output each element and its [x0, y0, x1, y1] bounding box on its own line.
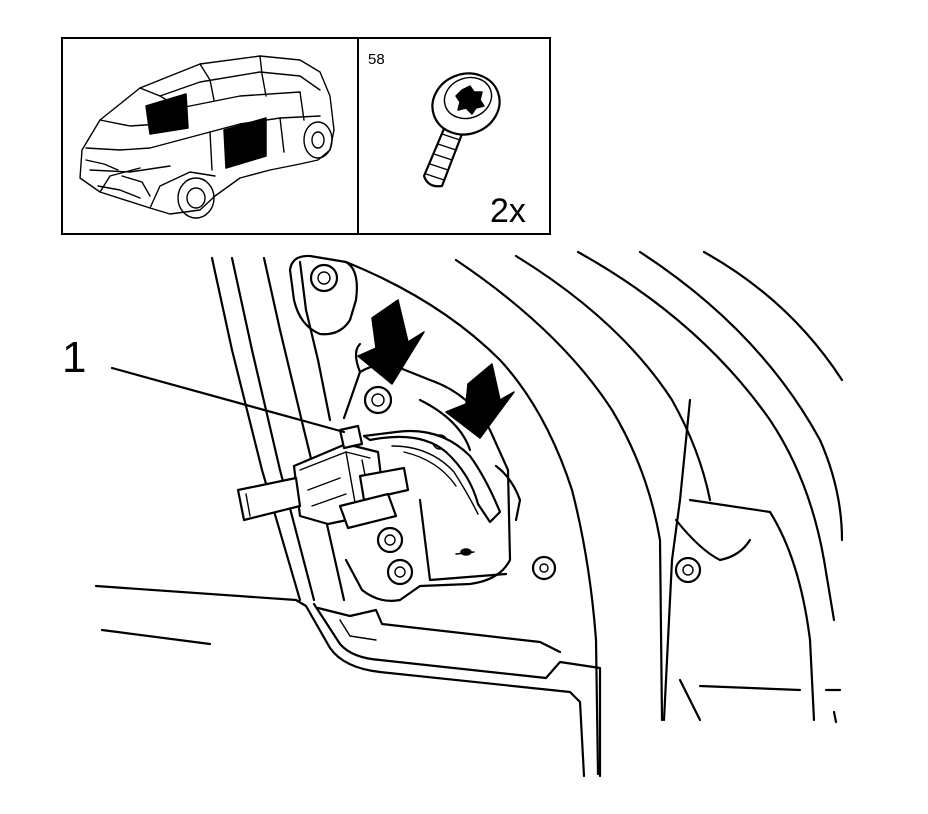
- bolt-upper-bracket: [363, 385, 393, 415]
- inset-screw-panel: 58 2x: [357, 37, 551, 235]
- torx-screw-icon: [422, 72, 501, 188]
- cable: [362, 429, 502, 524]
- bolt-lower-bracket: [386, 558, 414, 586]
- quantity-label: 2x: [490, 192, 526, 230]
- main-illustration: [94, 250, 844, 778]
- pointer-arrow-icon-2: [445, 363, 515, 439]
- pointer-arrow-icon: [357, 299, 425, 385]
- part-code: 58: [368, 51, 385, 68]
- bolt-lower-bracket-left: [376, 526, 404, 554]
- car-location-icon: [79, 55, 335, 219]
- bolt-right: [674, 556, 702, 584]
- sill-lines: [94, 584, 602, 778]
- callout-number-1: 1: [62, 333, 86, 382]
- body-pillar-lines: [210, 254, 358, 602]
- callout-leader: [110, 366, 346, 434]
- electrical-connector: [236, 424, 410, 530]
- bolt-side: [531, 555, 557, 581]
- inset-car-panel: [61, 37, 359, 235]
- bolt-top: [309, 263, 339, 293]
- door-frame-lines: [344, 250, 844, 776]
